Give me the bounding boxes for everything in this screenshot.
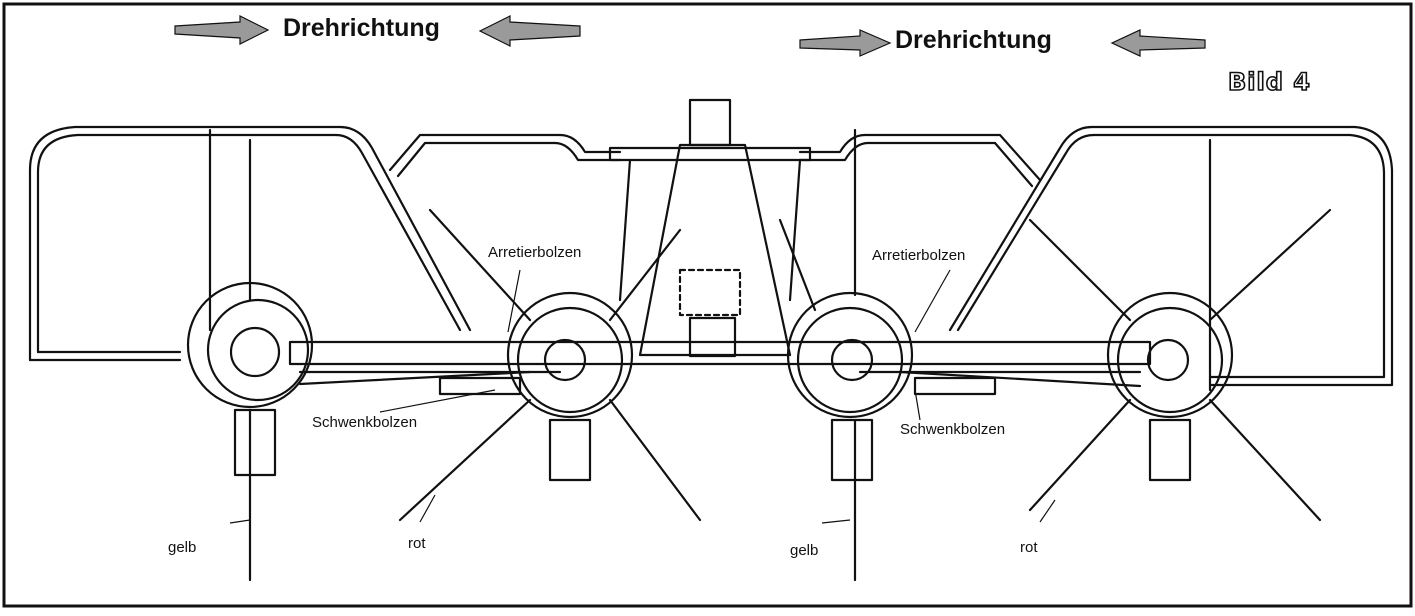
label-color-yellow-left: gelb [168, 539, 197, 556]
arrow-left-icon [478, 15, 581, 47]
figure-label: Bild 4 [1227, 68, 1311, 96]
rotor-1 [186, 128, 314, 582]
rotation-direction-label-right: Drehrichtung [895, 26, 1052, 54]
label-pivot-bolt-right: Schwenkbolzen [900, 421, 1006, 438]
label-color-red-right: rot [1020, 539, 1038, 556]
rotor-3 [778, 128, 914, 582]
central-frame [638, 143, 792, 357]
main-beam [288, 340, 1152, 366]
swath-guard-left [28, 125, 472, 362]
label-color-red-left: rot [408, 535, 426, 552]
label-locking-bolt-right: Arretierbolzen [872, 247, 966, 264]
rotor-4 [1028, 138, 1332, 522]
rotation-direction-label-left: Drehrichtung [283, 14, 440, 42]
arrow-right-icon [174, 15, 270, 45]
headstock-hitch [688, 98, 732, 147]
arrow-left-icon-2 [1110, 29, 1206, 57]
label-color-yellow-right: gelb [790, 542, 819, 559]
label-locking-bolt-left: Arretierbolzen [488, 244, 582, 261]
label-pivot-bolt-left: Schwenkbolzen [312, 414, 418, 431]
swath-guard-right [948, 125, 1394, 387]
arrow-right-icon-2 [799, 29, 892, 57]
rotor-2 [398, 208, 702, 522]
